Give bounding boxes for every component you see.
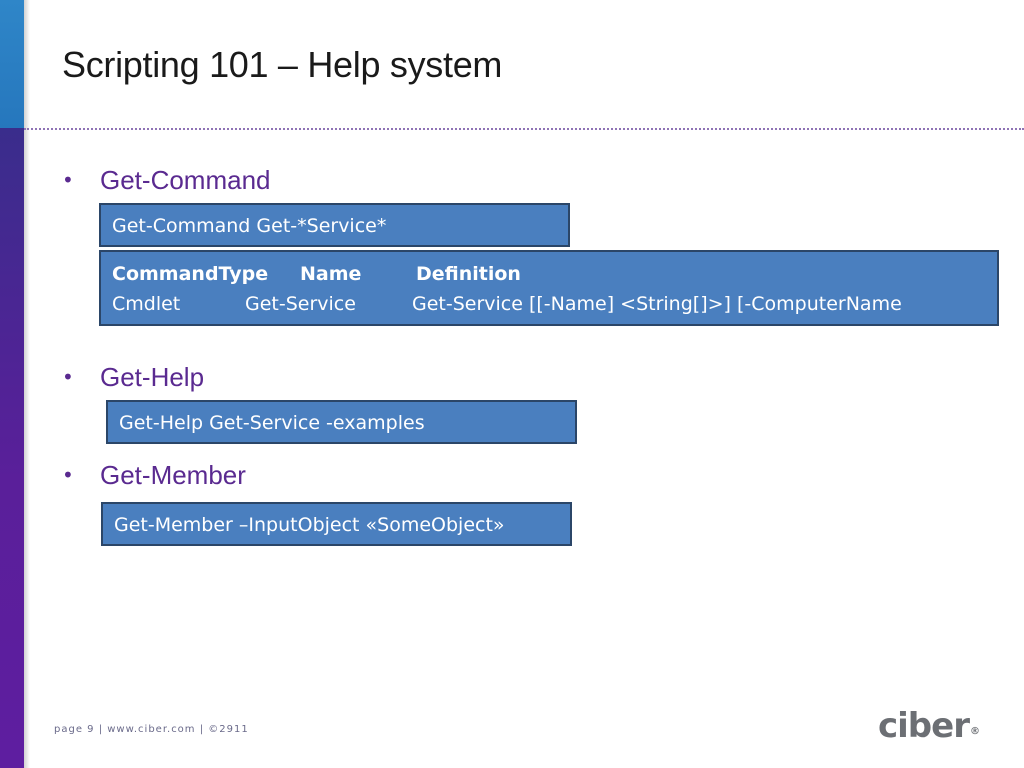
table-header-definition: Definition xyxy=(416,263,521,285)
code-box-command-output: CommandType Name Definition Cmdlet Get-S… xyxy=(99,250,999,326)
code-box-get-command: Get-Command Get-*Service* xyxy=(99,203,570,247)
bullet-label: Get-Command xyxy=(100,165,271,195)
slide-title: Scripting 101 – Help system xyxy=(62,44,503,85)
bullet-marker: • xyxy=(62,365,74,389)
bullet-marker: • xyxy=(62,463,74,487)
title-divider xyxy=(24,128,1024,130)
table-cell-definition: Get-Service [[-Name] <String[]>] [-Compu… xyxy=(412,293,902,315)
table-cell-name: Get-Service xyxy=(245,293,356,315)
code-line: Get-Command Get-*Service* xyxy=(112,215,387,237)
table-header-type: CommandType xyxy=(112,263,269,285)
table-cell-type: Cmdlet xyxy=(112,293,181,315)
bullet-label: Get-Member xyxy=(100,460,246,490)
table-header-name: Name xyxy=(300,263,362,285)
sidebar-accent-top xyxy=(0,0,24,128)
code-line: Get-Help Get-Service -examples xyxy=(119,412,425,434)
sidebar-accent-bottom xyxy=(0,128,24,768)
bullet-label: Get-Help xyxy=(100,362,205,392)
sidebar-shadow xyxy=(24,0,30,768)
logo-text: ciber xyxy=(878,706,970,746)
code-box-get-help: Get-Help Get-Service -examples xyxy=(106,400,577,444)
code-line: Get-Member –InputObject «SomeObject» xyxy=(114,514,505,536)
registered-mark: ® xyxy=(969,726,980,737)
code-box-get-member: Get-Member –InputObject «SomeObject» xyxy=(101,502,572,546)
ciber-logo: ciber® xyxy=(878,706,980,746)
footer-text: page 9 | www.ciber.com | ©2911 xyxy=(54,724,249,735)
bullet-marker: • xyxy=(62,168,74,192)
